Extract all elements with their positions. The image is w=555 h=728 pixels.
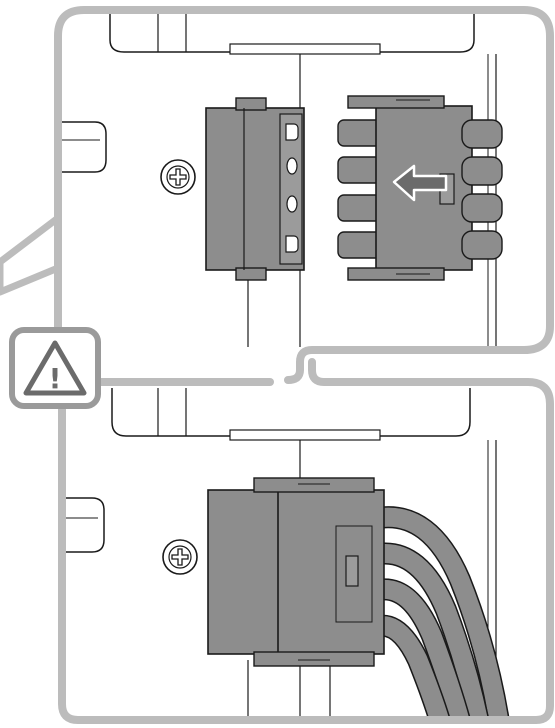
- wire-bundle: [367, 506, 511, 718]
- top-panel-content: [62, 12, 546, 347]
- panel-connected: [58, 358, 554, 724]
- warning-badge: !: [9, 327, 101, 409]
- screw-icon: [162, 539, 198, 575]
- mated-connector: [207, 477, 385, 667]
- warning-symbol: !: [49, 362, 62, 395]
- female-connector: [205, 97, 305, 281]
- bottom-panel-content: [62, 388, 546, 718]
- screw-icon: [160, 159, 196, 195]
- arrow-left-icon: [392, 164, 448, 202]
- warning-triangle-icon: !: [23, 340, 87, 396]
- top-panel-frame: [54, 6, 554, 384]
- panel-disconnected: [0, 6, 554, 384]
- bottom-panel-frame: [58, 358, 554, 724]
- callout-pointer: [0, 214, 62, 296]
